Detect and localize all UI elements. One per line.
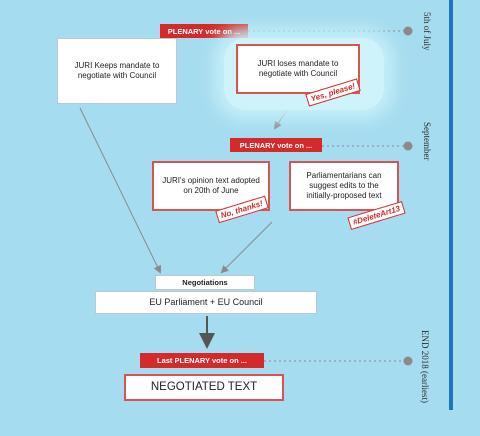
box-juri-keeps-mandate: JURI Keeps mandate to negotiate with Cou… xyxy=(57,38,177,104)
plenary-vote-tag-first: PLENARY vote on ... xyxy=(160,24,248,38)
timeline-bar xyxy=(449,0,453,410)
timeline-dot-july xyxy=(403,26,413,36)
timeline-label-september: September xyxy=(422,122,432,161)
timeline-dot-end xyxy=(403,356,413,366)
arrow-keeps-to-negotiations xyxy=(79,107,161,274)
timeline-label-end: END 2018 (earliest) xyxy=(420,330,430,403)
timeline-label-july: 5th of July xyxy=(422,12,432,51)
box-eu-parliament-council: EU Parliament + EU Council xyxy=(95,291,317,314)
box-parliamentarians-edits: Parliamentarians can suggest edits to th… xyxy=(289,161,399,211)
arrow-parliament-to-negotiations xyxy=(220,221,273,274)
timeline-dot-september xyxy=(403,141,413,151)
box-negotiated-text: NEGOTIATED TEXT xyxy=(124,374,284,401)
plenary-vote-tag-second: PLENARY vote on ... xyxy=(230,138,322,152)
plenary-vote-tag-last: Last PLENARY vote on ... xyxy=(140,353,264,368)
box-negotiations: Negotiations xyxy=(155,275,255,290)
